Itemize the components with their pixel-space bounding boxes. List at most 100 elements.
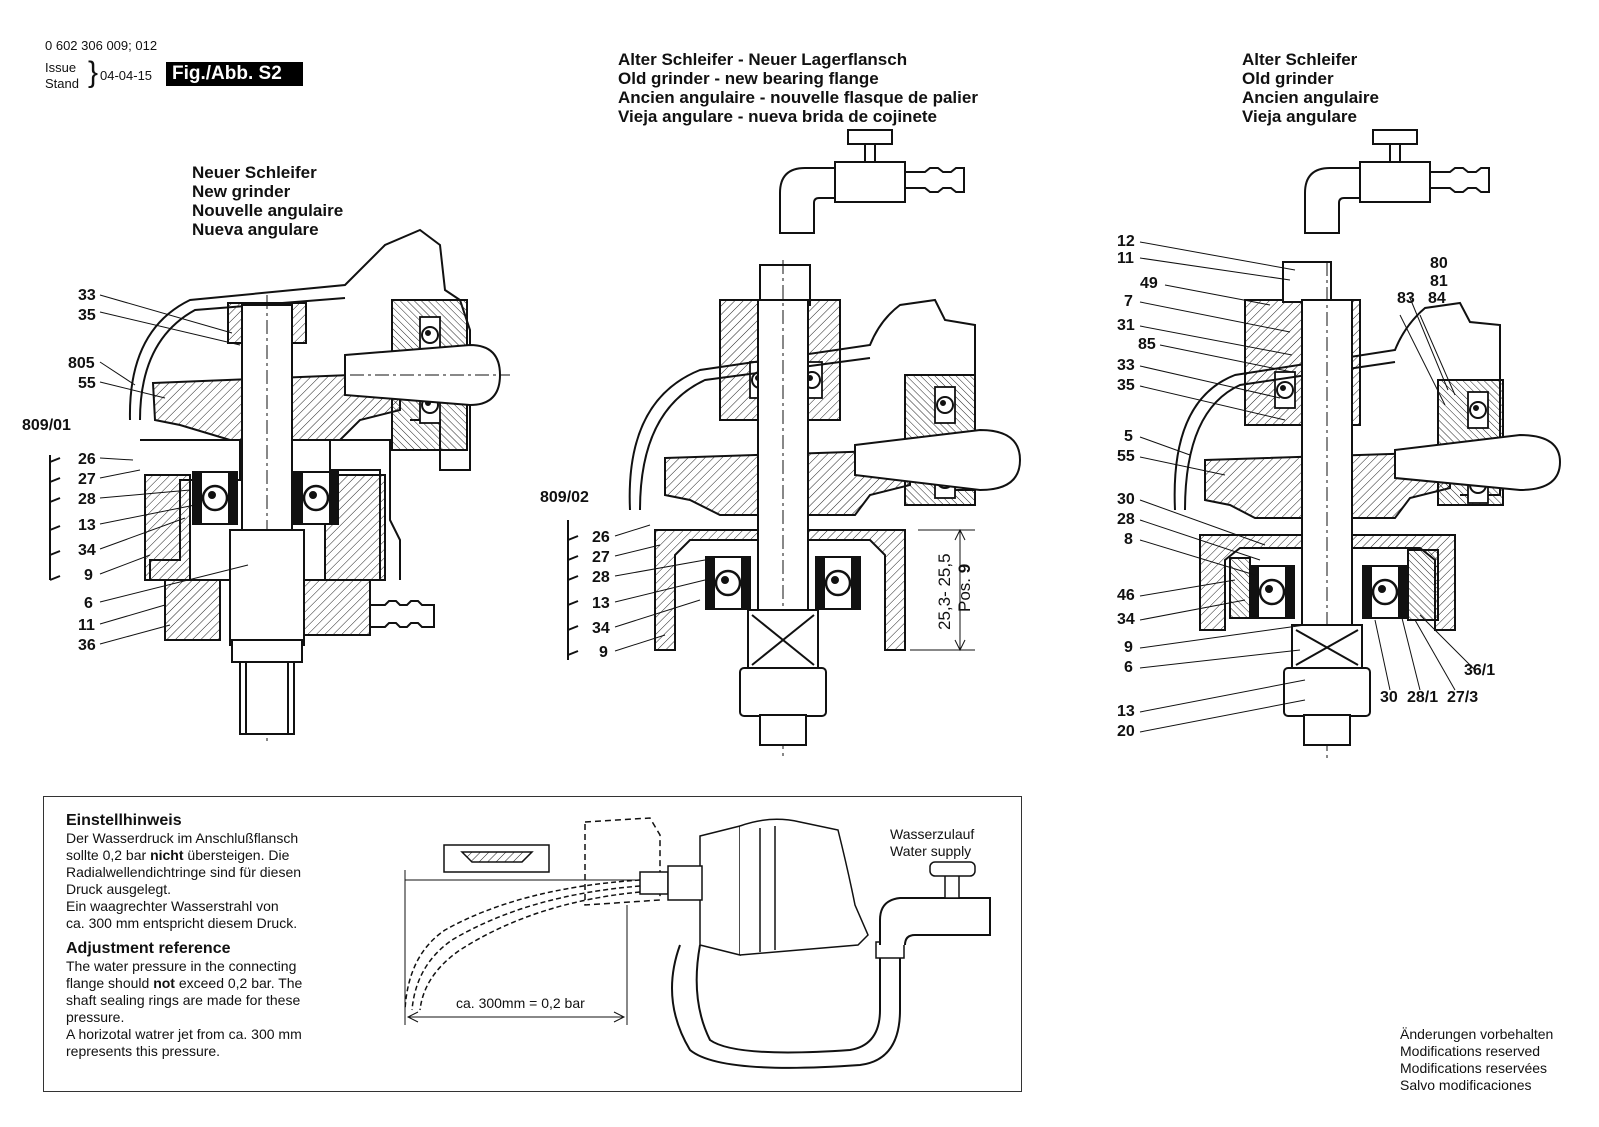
label-35: 35 — [1117, 377, 1135, 394]
en-line: flange should not exceed 0,2 bar. The — [66, 975, 344, 992]
label-28-1: 28/1 — [1407, 689, 1439, 706]
label-809-02: 809/02 — [540, 489, 589, 506]
right-leaders — [1139, 241, 1476, 733]
dimension-pos: Pos. 9 — [955, 564, 975, 612]
label-27-3: 27/3 — [1447, 689, 1479, 706]
label-28: 28 — [1117, 511, 1135, 528]
label-36-1: 36/1 — [1464, 662, 1496, 679]
de-line: Ein waagrechter Wasserstrahl von — [66, 898, 279, 914]
middle-bracket — [567, 520, 579, 660]
mod-line: Änderungen vorbehalten — [1400, 1026, 1554, 1042]
middle-figure-title: Alter Schleifer - Neuer Lagerflansch Old… — [618, 50, 978, 126]
label-11: 11 — [1117, 250, 1134, 267]
en-emphasis: not — [153, 975, 175, 991]
label-28: 28 — [78, 491, 96, 508]
right-assembly — [1173, 129, 1562, 760]
en-text: exceed 0,2 bar. The — [174, 975, 303, 991]
title-line: Neuer Schleifer — [192, 163, 317, 182]
middle-leaders — [614, 524, 706, 652]
label-35: 35 — [78, 307, 96, 324]
title-line: New grinder — [192, 182, 291, 201]
title-line: Nouvelle angulaire — [192, 201, 344, 220]
label-55: 55 — [1117, 448, 1135, 465]
label-81: 81 — [1430, 273, 1448, 290]
label-8: 8 — [1124, 531, 1133, 548]
label-6: 6 — [1124, 659, 1133, 676]
title-line: Vieja angulare — [1242, 107, 1357, 126]
label-34: 34 — [592, 620, 610, 637]
label-9: 9 — [1124, 639, 1133, 656]
label-33: 33 — [78, 287, 96, 304]
mod-line: Modifications reserved — [1400, 1043, 1541, 1059]
doc-number: 0 602 306 009; 012 — [45, 38, 158, 53]
label-49: 49 — [1140, 275, 1158, 292]
de-line: ca. 300 mm entspricht diesem Druck. — [66, 915, 298, 931]
label-80: 80 — [1430, 255, 1448, 272]
stand-label: Stand — [45, 76, 79, 91]
title-line: Alter Schleifer — [1242, 50, 1358, 69]
label-9: 9 — [599, 644, 608, 661]
mod-line: Salvo modificaciones — [1400, 1077, 1532, 1093]
label-13: 13 — [592, 595, 610, 612]
label-27: 27 — [78, 471, 96, 488]
label-5: 5 — [1124, 428, 1133, 445]
label-33: 33 — [1117, 357, 1135, 374]
label-34: 34 — [1117, 611, 1135, 628]
label-46: 46 — [1117, 587, 1135, 604]
en-line: shaft sealing rings are made for these — [66, 992, 301, 1008]
title-line: Vieja angulare - nueva brida de cojinete — [618, 107, 938, 126]
label-84: 84 — [1428, 290, 1446, 307]
en-line: represents this pressure. — [66, 1043, 221, 1059]
left-figure-title: Neuer Schleifer New grinder Nouvelle ang… — [192, 163, 343, 239]
en-line: The water pressure in the connecting — [66, 958, 297, 974]
label-34: 34 — [78, 542, 96, 559]
modifications-note: Änderungen vorbehalten Modifications res… — [1400, 1026, 1553, 1094]
water-supply-en: Water supply — [890, 843, 972, 859]
label-26: 26 — [592, 529, 610, 546]
adjustment-text: Einstellhinweis Der Wasserdruck im Ansch… — [66, 812, 344, 1060]
water-supply-de: Wasserzulauf — [890, 826, 975, 842]
pos-label: Pos. — [955, 577, 974, 612]
title-line: Ancien angulaire - nouvelle flasque de p… — [618, 88, 978, 107]
figure-label: Fig./Abb. S2 — [166, 62, 303, 86]
label-30: 30 — [1117, 491, 1135, 508]
brace-glyph: } — [88, 56, 99, 89]
title-line: Nueva angulare — [192, 220, 319, 239]
right-figure-title: Alter Schleifer Old grinder Ancien angul… — [1242, 50, 1379, 126]
en-text: flange should — [66, 975, 154, 991]
label-13: 13 — [1117, 703, 1135, 720]
label-6: 6 — [84, 595, 93, 612]
en-heading: Adjustment reference — [66, 940, 231, 957]
label-809-01: 809/01 — [22, 417, 71, 434]
label-13: 13 — [78, 517, 96, 534]
title-line: Old grinder - new bearing flange — [618, 69, 879, 88]
de-line: Radialwellendichtringe sind für diesen — [66, 864, 302, 880]
title-line: Old grinder — [1242, 69, 1334, 88]
de-line: Druck ausgelegt. — [66, 881, 172, 897]
de-text: sollte 0,2 bar — [66, 847, 151, 863]
left-assembly — [128, 228, 510, 745]
label-36: 36 — [78, 637, 96, 654]
en-line: pressure. — [66, 1009, 125, 1025]
label-26: 26 — [78, 451, 96, 468]
left-bracket — [49, 455, 61, 581]
dimension-value: 25,3- 25,5 — [935, 553, 954, 630]
label-83: 83 — [1397, 290, 1415, 307]
label-30-b: 30 — [1380, 689, 1398, 706]
label-27: 27 — [592, 549, 610, 566]
de-text: übersteigen. Die — [183, 847, 290, 863]
issue-date: 04-04-15 — [100, 68, 153, 83]
en-line: A horizotal watrer jet from ca. 300 mm — [66, 1026, 302, 1042]
de-emphasis: nicht — [150, 847, 184, 863]
left-leaders — [99, 294, 249, 645]
distance-label: ca. 300mm = 0,2 bar — [454, 995, 587, 1011]
adjustment-note-box — [43, 796, 1022, 1092]
water-jet-drawing — [404, 817, 991, 1069]
water-supply-label: Wasserzulauf Water supply — [890, 826, 974, 860]
title-line: Alter Schleifer - Neuer Lagerflansch — [618, 50, 908, 69]
de-line: sollte 0,2 bar nicht übersteigen. Die — [66, 847, 344, 864]
de-line: Der Wasserdruck im Anschlußflansch — [66, 830, 299, 846]
middle-assembly — [628, 129, 1022, 760]
label-20: 20 — [1117, 723, 1135, 740]
